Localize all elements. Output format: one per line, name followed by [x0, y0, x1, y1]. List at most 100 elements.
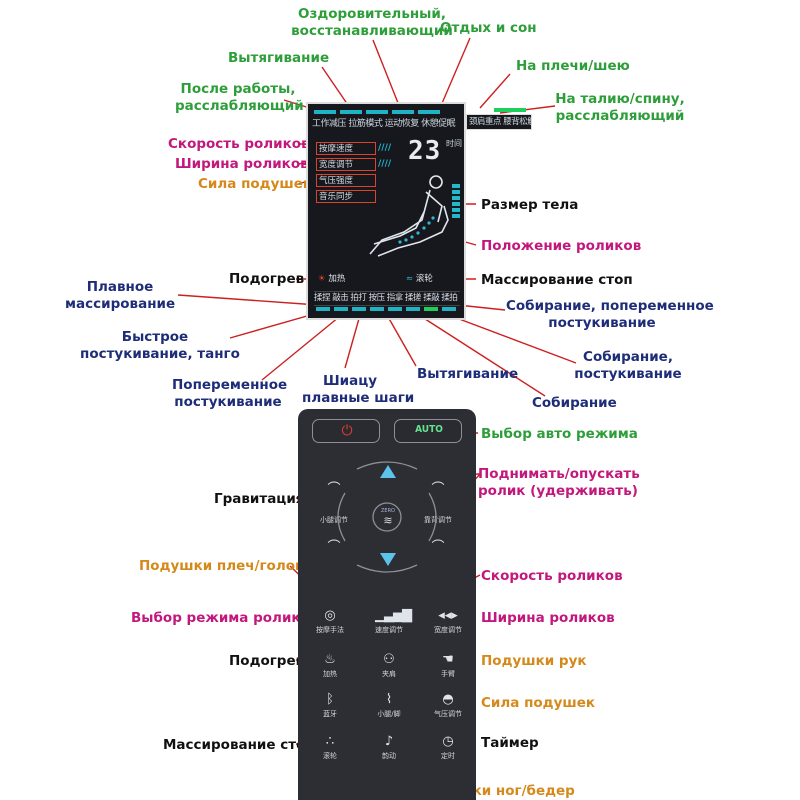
air-pressure-icon[interactable]: ◓ [442, 692, 454, 707]
body-size-level-2 [452, 190, 460, 194]
label-roller-width-2: Ширина роликов [481, 610, 615, 626]
timer-unit: 时间 [446, 139, 462, 148]
label-rest-sleep: Отдых и сон [440, 20, 537, 36]
function-bar: 揉捏 敲击 拍打 按压 指拿 揉搓 揉敲 揉拍 [314, 291, 460, 306]
timer-value: 23 [408, 136, 442, 166]
label-timer: Таймер [481, 735, 539, 751]
bluetooth-label: 蓝牙 [323, 710, 337, 718]
width-icon[interactable]: ◂◂▸ [438, 608, 458, 623]
label-stretch-top: Вытягивание [228, 50, 330, 66]
bluetooth-icon[interactable]: ᛒ [326, 692, 334, 707]
arm-icon[interactable]: ☚ [442, 652, 454, 667]
roller-up-button[interactable] [380, 465, 396, 478]
calf-adjust-label: 小腿调节 [320, 516, 348, 524]
shoulder-clamp-icon[interactable]: ⚇ [383, 652, 395, 667]
label-roller-speed-2: Скорость роликов [481, 568, 623, 584]
leader-alt-tap [261, 307, 351, 381]
width-adjust-label: 宽度调节 [434, 626, 462, 634]
power-button[interactable]: ⏻ [312, 419, 380, 443]
leader-gathering [407, 307, 546, 397]
label-heating: Подогрев [229, 271, 305, 287]
center-ring [337, 461, 437, 573]
foot-roller-label: 滚轮 [415, 274, 433, 284]
leader-health [372, 39, 401, 109]
heat-indicator: ☀ 加热 [318, 272, 345, 284]
massage-technique-icon[interactable]: ◎ [324, 608, 336, 623]
mode-bar: 工作减压 拉筋模式 运动恢复 休憩促眠 [312, 119, 456, 129]
label-neck-shoulders: На плечи/шею [516, 58, 630, 74]
roller-down-button[interactable] [380, 553, 396, 566]
body-size-level-6 [452, 214, 460, 218]
chair-figure-icon [369, 175, 449, 257]
foot-roller-icon[interactable]: ∴ [325, 734, 335, 749]
foot-roller-label-remote: 滚轮 [323, 752, 337, 760]
label-body-size: Размер тела [481, 197, 579, 213]
func-indicator-7 [424, 307, 438, 311]
calf-foot-icon[interactable]: ⌇ [385, 692, 393, 707]
auto-label: AUTO [415, 424, 443, 435]
arm-label: 手臂 [441, 670, 455, 678]
rhythm-icon[interactable]: ♪ [384, 734, 394, 749]
leader-neck [479, 73, 511, 109]
back-adjust-label: 靠背调节 [424, 516, 452, 524]
massage-technique-label: 按摩手法 [316, 626, 344, 634]
func-indicator-8 [442, 307, 456, 311]
label-waist-back: На талию/спину,расслабляющий [555, 91, 685, 124]
mode-indicator-6 [494, 108, 526, 112]
label-roller-speed: Скорость роликов [168, 136, 310, 152]
power-icon: ⏻ [341, 423, 353, 439]
back-up-icon[interactable]: ⌒ [431, 482, 445, 497]
label-roller-position: Положение роликов [481, 238, 642, 254]
label-after-work: После работы,расслабляющий [175, 81, 304, 114]
remote-control: ⏻ AUTO ⌒ 小腿调节 ⌒ ⌒ 靠背调节 ⌒ ZERO ≋ ◎ 按摩手法 ▁… [298, 409, 476, 800]
zero-gravity-icon: ≋ [383, 514, 393, 527]
heat-icon[interactable]: ♨ [324, 652, 336, 667]
menu-music-sync: 音乐同步 [316, 190, 376, 203]
func-indicator-3 [352, 307, 366, 311]
zero-label: ZERO [381, 508, 395, 514]
heat-label: 加热 [323, 670, 337, 678]
lcd-display: 工作减压 拉筋模式 运动恢复 休憩促眠 按摩速度 //// 宽度调节 //// … [306, 102, 466, 320]
label-arm-cushions: Подушки рук [481, 653, 587, 669]
body-size-level-5 [452, 208, 460, 212]
body-size-level-3 [452, 196, 460, 200]
leader-stretch-top [321, 66, 351, 109]
label-roller-width: Ширина роликов [175, 156, 309, 172]
mode-indicator-4 [392, 110, 414, 114]
speed-bars-icon[interactable]: ▁▃▅▇ [375, 608, 412, 623]
speed-level-bars: //// [378, 143, 392, 153]
mode-indicator-3 [366, 110, 388, 114]
label-roller-mode: Выбор режима роликов [131, 610, 319, 626]
func-indicator-5 [388, 307, 402, 311]
mode-indicator-1 [314, 110, 336, 114]
label-stretch-bottom: Вытягивание [417, 366, 519, 382]
menu-air-pressure: 气压强度 [316, 174, 376, 187]
calf-up-icon[interactable]: ⌒ [327, 482, 341, 497]
calf-down-icon[interactable]: ⌒ [327, 540, 341, 555]
timer-icon[interactable]: ◷ [442, 734, 454, 749]
back-down-icon[interactable]: ⌒ [431, 540, 445, 555]
func-indicator-6 [406, 307, 420, 311]
roller-icon: ≈ [406, 274, 414, 284]
auto-button[interactable]: AUTO [394, 419, 462, 443]
menu-roller-speed: 按摩速度 [316, 142, 376, 155]
timer-label-remote: 定时 [441, 752, 455, 760]
label-gravity: Гравитация [214, 491, 305, 507]
label-auto-mode: Выбор авто режима [481, 426, 638, 442]
label-heating-2: Подогрев [229, 653, 305, 669]
func-indicator-2 [334, 307, 348, 311]
sun-icon: ☀ [318, 274, 326, 284]
label-gather-tap: Собирание,постукивание [574, 349, 682, 382]
label-foot-massage: Массирование стоп [481, 272, 633, 288]
mode-indicator-5 [418, 110, 440, 114]
zero-gravity-button[interactable]: ZERO ≋ [375, 505, 401, 531]
air-pressure-label: 气压调节 [434, 710, 462, 718]
body-size-level-1 [452, 184, 460, 188]
